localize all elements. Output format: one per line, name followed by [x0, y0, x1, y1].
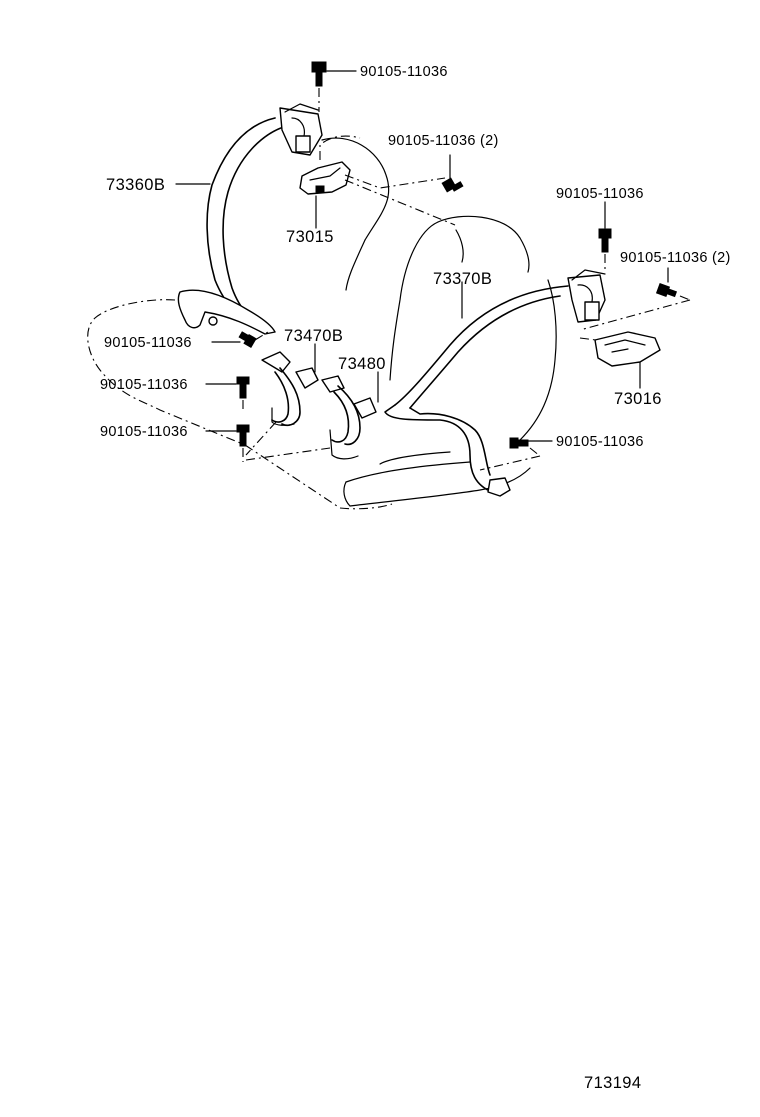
rear-seat-outline [87, 137, 557, 510]
label-anchor-73016: 73016 [614, 390, 662, 408]
label-belt-73360b: 73360B [106, 176, 165, 194]
label-bolt-right-floor: 90105-11036 [556, 434, 644, 450]
bolt-left-lower-2-icon [236, 424, 331, 462]
bolt-right-pair-icon [579, 282, 691, 331]
buckle-73480-drawing [321, 375, 377, 460]
label-belt-73370b: 73370B [433, 270, 492, 288]
bolt-top-icon [311, 61, 327, 112]
part-labels: 90105-11036 90105-11036 (2) 73360B 73015… [100, 64, 731, 1092]
bolt-right-top-icon [598, 228, 612, 272]
label-bolt-left-lower-2: 90105-11036 [100, 424, 188, 440]
label-bolt-right-top: 90105-11036 [556, 186, 644, 202]
anchor-73016-drawing [579, 331, 661, 367]
anchor-73015-drawing [299, 135, 456, 226]
label-bolt-left-floor: 90105-11036 [104, 335, 192, 351]
bolt-upper-mid-icon [441, 154, 464, 193]
label-bolt-top: 90105-11036 [360, 64, 448, 80]
figure-number: 713194 [584, 1074, 641, 1092]
bolt-left-lower-1-icon [236, 376, 250, 412]
buckle-73470b-drawing [245, 351, 319, 456]
bolt-left-floor-icon [238, 331, 269, 349]
label-bolt-right-pair: 90105-11036 (2) [620, 250, 731, 266]
belt-73370b-drawing [384, 269, 606, 497]
label-bolt-upper-mid: 90105-11036 (2) [388, 133, 499, 149]
label-bolt-left-lower-1: 90105-11036 [100, 377, 188, 393]
label-anchor-73015: 73015 [286, 228, 334, 246]
label-buckle-73470b: 73470B [284, 327, 343, 345]
bolt-right-floor-icon [479, 437, 541, 471]
label-buckle-73480: 73480 [338, 355, 386, 373]
belt-73360b-drawing [177, 103, 323, 335]
